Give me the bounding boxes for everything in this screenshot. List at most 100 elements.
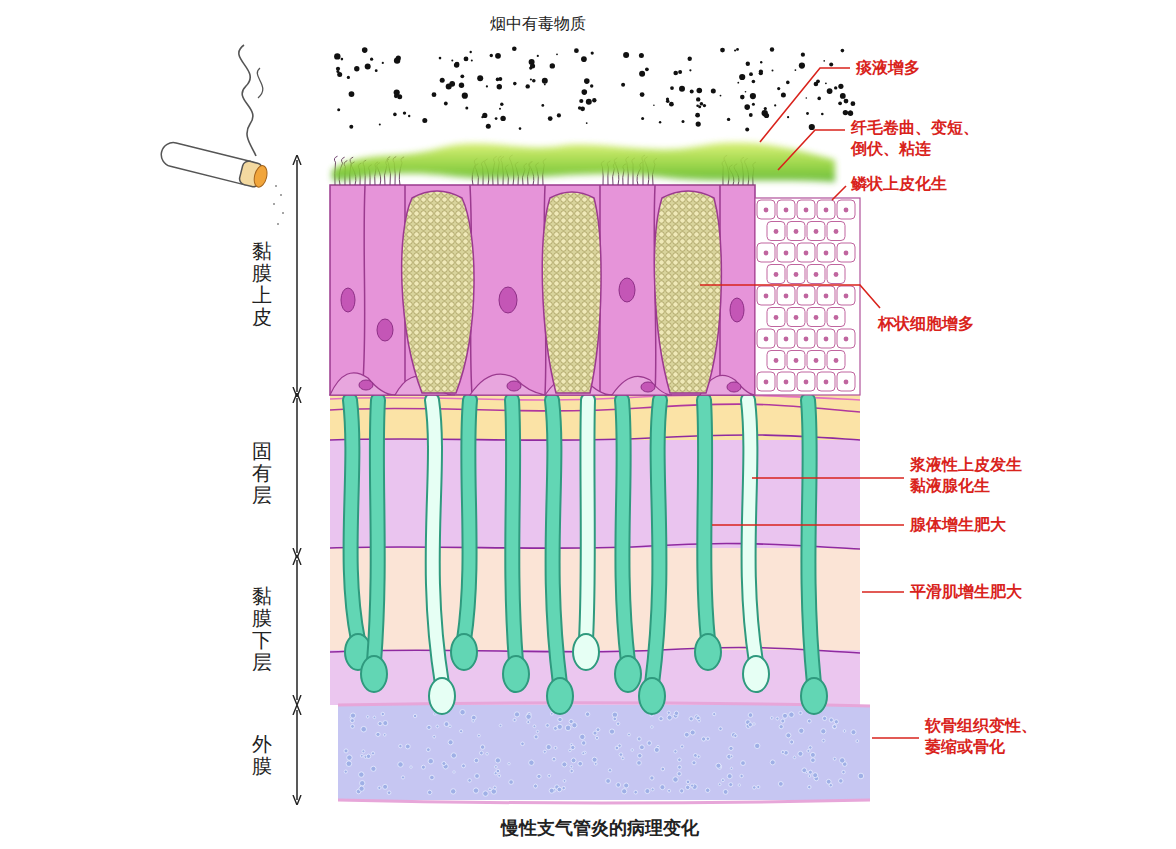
particle	[653, 105, 655, 107]
cartilage-cell	[829, 718, 833, 722]
particle	[557, 113, 561, 117]
cartilage-cell	[631, 749, 634, 752]
cartilage-cell	[474, 758, 478, 762]
particle	[365, 64, 371, 70]
particle	[806, 97, 808, 99]
cartilage-cell	[558, 717, 562, 721]
particle	[556, 53, 558, 55]
particle	[640, 92, 645, 97]
cartilage-cell	[563, 780, 566, 783]
cartilage-cell	[668, 789, 671, 792]
particle	[809, 124, 815, 130]
particle	[403, 111, 406, 114]
cartilage-cell	[593, 731, 597, 735]
cartilage-cell	[840, 758, 845, 763]
cartilage-cell	[449, 725, 452, 728]
particle	[795, 69, 797, 71]
squamous-cell	[827, 308, 845, 327]
cartilage-cell	[808, 785, 811, 788]
cartilage-cell	[521, 742, 525, 746]
callout-text: 纤毛卷曲、变短、 倒伏、粘连	[851, 118, 985, 160]
particle	[737, 82, 739, 84]
particle	[455, 62, 460, 67]
cartilage-cell	[686, 785, 690, 789]
cartilage-cell	[344, 770, 347, 773]
cartilage-cell	[562, 762, 567, 767]
particle	[749, 72, 753, 76]
squamous-cell	[777, 372, 795, 391]
cartilage-cell	[537, 774, 541, 778]
particle	[336, 67, 340, 71]
gland-duct	[464, 400, 470, 640]
particle	[760, 61, 762, 63]
particle	[530, 64, 535, 69]
cartilage-cell	[480, 751, 484, 755]
cartilage-cell	[694, 754, 698, 758]
squamous-nucleus	[784, 294, 789, 299]
cartilage-cell	[578, 761, 583, 766]
gland-duct	[464, 400, 470, 640]
particle	[678, 70, 682, 74]
leader-lines	[700, 68, 919, 738]
cartilage-cell	[661, 767, 665, 771]
particle	[408, 115, 410, 117]
squamous-cell	[817, 372, 835, 391]
cartilage-cell	[778, 782, 783, 787]
particle	[774, 104, 776, 106]
squamous-nucleus	[834, 358, 839, 363]
squamous-cell	[757, 200, 775, 219]
cartilage-cell	[729, 746, 733, 750]
gland-duct	[432, 400, 442, 684]
particle	[843, 110, 848, 115]
cartilage-cell	[757, 785, 760, 788]
squamous-cell	[807, 265, 825, 284]
squamous-cell	[817, 329, 835, 348]
cartilage-cell	[451, 789, 456, 794]
cartilage-cell	[811, 758, 816, 763]
cartilage-cell	[360, 754, 363, 757]
squamous-nucleus	[764, 380, 769, 385]
particle	[749, 113, 753, 117]
cartilage-cell	[359, 786, 364, 791]
particle	[486, 124, 491, 129]
squamous-cell	[797, 286, 815, 305]
particle	[720, 95, 722, 97]
cartilage-cell	[498, 774, 501, 777]
particle	[574, 48, 579, 53]
particle	[584, 78, 590, 84]
cartilage-cell	[448, 740, 453, 745]
cartilage-cell	[585, 712, 589, 716]
particle	[497, 84, 502, 89]
cartilage-cell	[366, 716, 369, 719]
cartilage-cell	[549, 788, 554, 793]
cartilage-cell	[570, 769, 573, 772]
cartilage-cell	[748, 723, 752, 727]
gland-duct	[622, 400, 628, 662]
cartilage-cell	[495, 766, 498, 769]
cartilage-cell	[383, 784, 388, 789]
cartilage-cell	[677, 772, 681, 776]
cartilage-cell	[493, 786, 496, 789]
glands	[345, 400, 827, 714]
gland-duct	[652, 400, 660, 684]
particle	[397, 94, 402, 99]
particle	[579, 99, 583, 103]
particle	[537, 55, 539, 57]
squamous-nucleus	[844, 208, 849, 213]
cartilage-cell	[478, 734, 481, 737]
gland-duct	[808, 400, 814, 684]
callout-text: 浆液性上皮发生 黏液腺化生	[910, 455, 1028, 497]
cartilage-cell	[554, 746, 557, 749]
squamous-cell	[787, 265, 805, 284]
particle	[496, 78, 500, 82]
squamous-nucleus	[814, 272, 819, 277]
cartilage-cell	[674, 750, 677, 753]
squamous-cell	[837, 329, 855, 348]
cartilage-cell	[856, 740, 859, 743]
cartilage-cell	[360, 781, 365, 786]
cartilage-cell	[637, 761, 642, 766]
particle	[700, 102, 704, 106]
squamous-nucleus	[844, 251, 849, 256]
cartilage-cell	[783, 713, 788, 718]
particle	[696, 97, 700, 101]
